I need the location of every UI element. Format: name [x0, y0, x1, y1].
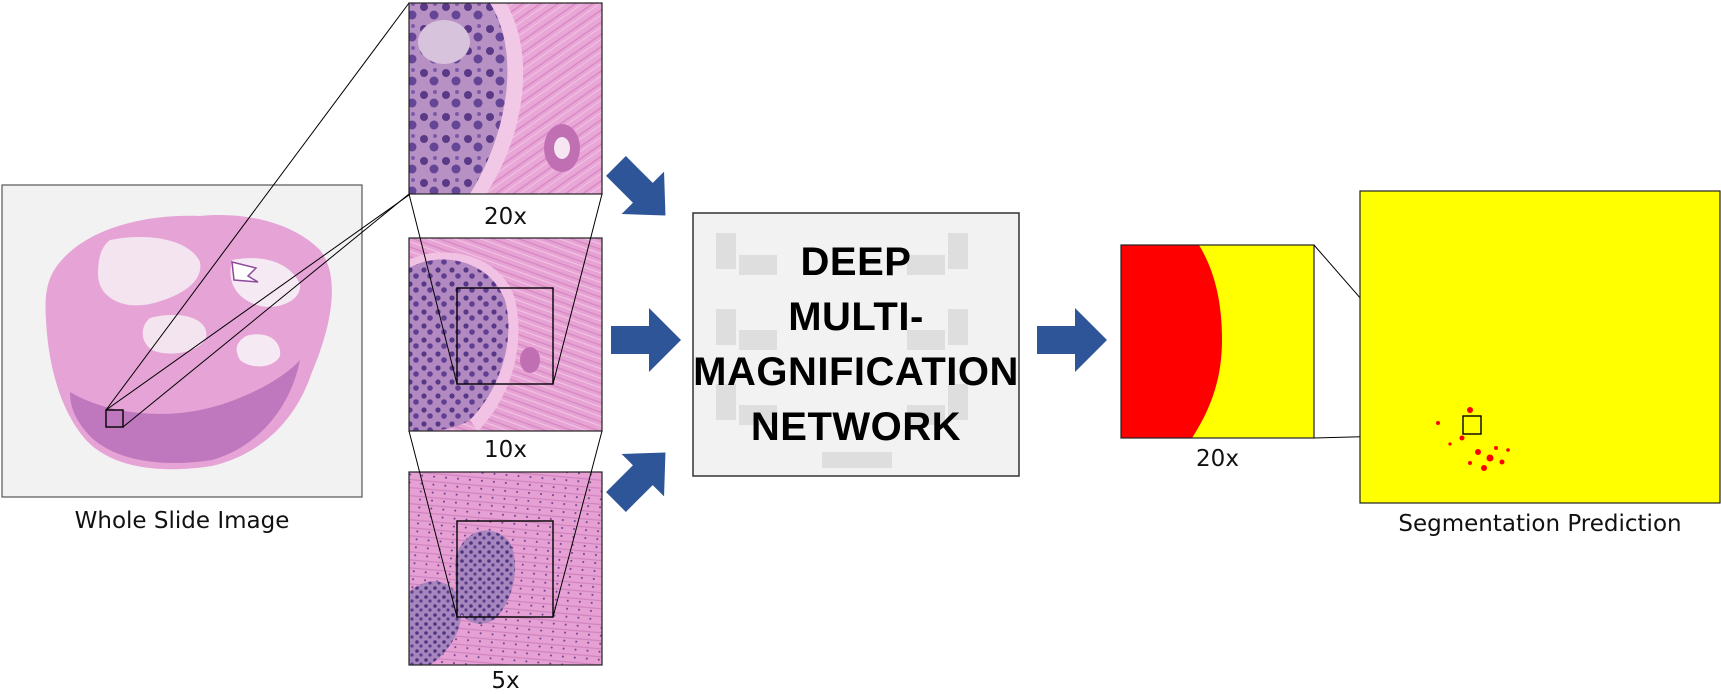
tile-10x-zoom-lines [408, 193, 603, 385]
prediction-20x-tile [1120, 244, 1315, 439]
wsi-crop-box [105, 409, 124, 428]
tile-5x-label: 5x [491, 668, 520, 694]
segmentation-prediction [1359, 190, 1721, 504]
tumor-region [1121, 245, 1222, 438]
tumor-specks [1436, 407, 1510, 471]
network-title-line-4: NETWORK [751, 405, 961, 449]
tissue-pale-area-2 [142, 314, 207, 354]
unet-sketch [716, 233, 968, 468]
tile-5x-crop-box [456, 520, 554, 618]
tissue-dark-region [70, 360, 300, 464]
prediction-crop-box [1462, 415, 1482, 435]
tile-20x-label: 20x [484, 204, 527, 230]
tile-10x [409, 238, 602, 431]
arrow-from-5x [606, 452, 666, 512]
tile-10x-crop-box [456, 287, 554, 385]
prediction-20x-label: 20x [1196, 446, 1239, 472]
network-title-line-3: MAGNIFICATION [693, 350, 1019, 394]
tile-20x [409, 3, 602, 194]
whole-slide-image [1, 184, 363, 498]
arrow-from-20x [606, 156, 666, 216]
network-title-line-1: DEEP [801, 240, 912, 284]
tile-5x [409, 472, 602, 665]
arrow-from-10x [611, 308, 681, 372]
network-box: DEEP MULTI- MAGNIFICATION NETWORK [692, 212, 1020, 477]
tile-10x-frame [408, 237, 603, 432]
arrow-to-prediction [1037, 308, 1107, 372]
tile-5x-zoom-lines [408, 430, 603, 618]
tile-10x-label: 10x [484, 437, 527, 463]
whole-slide-label: Whole Slide Image [74, 508, 290, 534]
tissue-pale-area-4 [236, 334, 281, 367]
tissue-pale-area-1 [98, 236, 201, 306]
network-title-line-2: MULTI- [788, 295, 924, 339]
wsi-zoom-lines [105, 2, 410, 428]
tile-5x-frame [408, 471, 603, 666]
segmentation-label: Segmentation Prediction [1398, 511, 1682, 537]
tile-20x-frame [408, 2, 603, 195]
vessel [231, 261, 259, 283]
arrows-to-network [606, 156, 681, 512]
